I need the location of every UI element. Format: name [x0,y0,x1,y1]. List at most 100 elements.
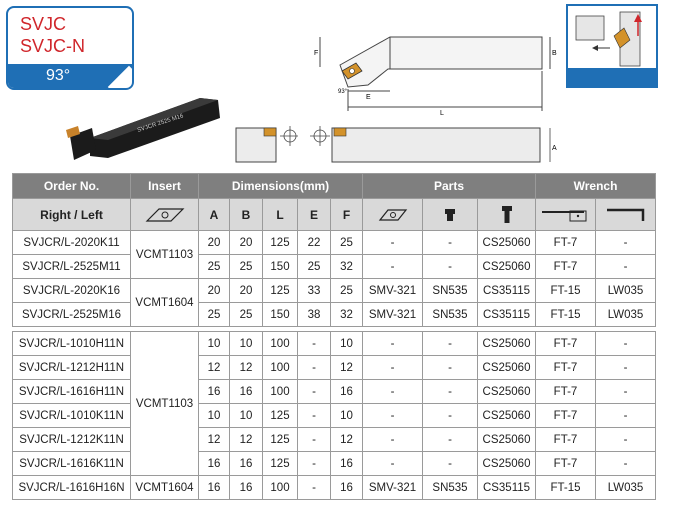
title-badge: SVJC SVJC-N 93° [6,6,134,90]
part-shim: - [362,379,423,404]
part-clamp-screw: CS25060 [477,427,536,452]
dim-A: 16 [198,379,230,404]
wrench-hex: - [594,403,657,428]
wrench-torx: FT-15 [535,278,596,303]
insert-cell: VCMT1604 [130,278,199,327]
dim-B: 25 [229,254,263,279]
part-shim: - [362,230,423,255]
part-shim-screw: - [422,451,478,476]
cutting-diagram [566,4,658,88]
side-view-drawing: A [235,126,557,163]
table-row: SVJCR/L-1010K11N 10 10 125 - 10 - - CS25… [12,403,657,428]
wrench-hex: - [594,427,657,452]
part-shim-screw: - [422,379,478,404]
dim-E: - [297,379,331,404]
order-code: SVJCR/L-1616H16N [12,475,131,500]
order-code: SVJCR/L-2525M11 [12,254,131,279]
dim-B: 16 [229,451,263,476]
header-A: A [198,198,230,231]
table-row: SVJCR/L-1212H11N 12 12 100 - 12 - - CS25… [12,355,657,380]
wrench-hex: - [594,331,657,356]
dim-A: 16 [198,475,230,500]
label-E: E [366,94,371,101]
dim-L: 100 [262,331,298,356]
badge-title-2: SVJC-N [20,36,86,56]
dim-A: 16 [198,451,230,476]
dim-F: 16 [330,379,363,404]
part-shim-screw: SN535 [422,302,478,327]
wrench-torx: FT-7 [535,355,596,380]
part-shim: - [362,331,423,356]
part-clamp-screw: CS25060 [477,331,536,356]
insert-cell: VCMT1604 [130,475,199,500]
part-clamp-screw: CS35115 [477,475,536,500]
part-clamp-screw: CS25060 [477,379,536,404]
specification-table: Order No. Insert Dimensions(mm) Parts Wr… [12,173,657,500]
dim-L: 125 [262,230,298,255]
dim-A: 10 [198,403,230,428]
shim-screw-icon [422,198,478,231]
part-shim-screw: - [422,355,478,380]
part-shim-screw: - [422,230,478,255]
dim-F: 25 [330,278,363,303]
torx-wrench-icon [535,198,596,231]
dim-E: - [297,355,331,380]
dim-E: 33 [297,278,331,303]
dim-L: 100 [262,475,298,500]
shim-icon [362,198,423,231]
wrench-torx: FT-7 [535,331,596,356]
dim-A: 20 [198,278,230,303]
wrench-torx: FT-15 [535,475,596,500]
table-row: SVJCR/L-2020K11 VCMT1103 20 20 125 22 25… [12,230,657,279]
wrench-torx: FT-7 [535,379,596,404]
order-code: SVJCR/L-1212H11N [12,355,131,380]
dim-A: 12 [198,427,230,452]
order-code: SVJCR/L-1212K11N [12,427,131,452]
part-shim-screw: - [422,427,478,452]
hex-key-icon [594,198,657,231]
dim-A: 12 [198,355,230,380]
part-clamp-screw: CS25060 [477,254,536,279]
wrench-torx: FT-7 [535,451,596,476]
dim-E: - [297,427,331,452]
insert-cell: VCMT1103 [130,331,199,476]
wrench-hex: LW035 [594,302,657,327]
dim-E: - [297,331,331,356]
part-shim-screw: - [422,254,478,279]
table-row: SVJCR/L-1616H11N 16 16 100 - 16 - - CS25… [12,379,657,404]
header-insert: Insert [130,173,199,199]
dim-F: 12 [330,355,363,380]
order-code: SVJCR/L-2020K16 [12,278,131,303]
table-row: SVJCR/L-2525M16 25 25 150 38 32 SMV-321 … [12,302,657,327]
dim-L: 125 [262,403,298,428]
part-shim: - [362,427,423,452]
dim-F: 16 [330,475,363,500]
header-F: F [330,198,363,231]
dim-E: 38 [297,302,331,327]
insert-icon [130,198,199,231]
wrench-torx: FT-7 [535,427,596,452]
header-row-2: Right / Left A B L E F [12,198,657,231]
label-angle: 93° [338,89,348,95]
wrench-hex: - [594,355,657,380]
insert-cell: VCMT1103 [130,230,199,279]
header-row-1: Order No. Insert Dimensions(mm) Parts Wr… [12,173,657,199]
wrench-torx: FT-7 [535,230,596,255]
wrench-hex: - [594,451,657,476]
part-shim: - [362,355,423,380]
label-A: A [552,145,557,152]
order-code: SVJCR/L-1616K11N [12,451,131,476]
part-clamp-screw: CS25060 [477,355,536,380]
part-clamp-screw: CS25060 [477,451,536,476]
part-shim: SMV-321 [362,302,423,327]
label-B: B [552,50,557,57]
dim-L: 125 [262,278,298,303]
dim-L: 125 [262,451,298,476]
dim-F: 10 [330,403,363,428]
dim-L: 150 [262,254,298,279]
dim-B: 10 [229,331,263,356]
dim-E: 25 [297,254,331,279]
header-dimensions: Dimensions(mm) [198,173,363,199]
dim-F: 12 [330,427,363,452]
part-shim: SMV-321 [362,278,423,303]
